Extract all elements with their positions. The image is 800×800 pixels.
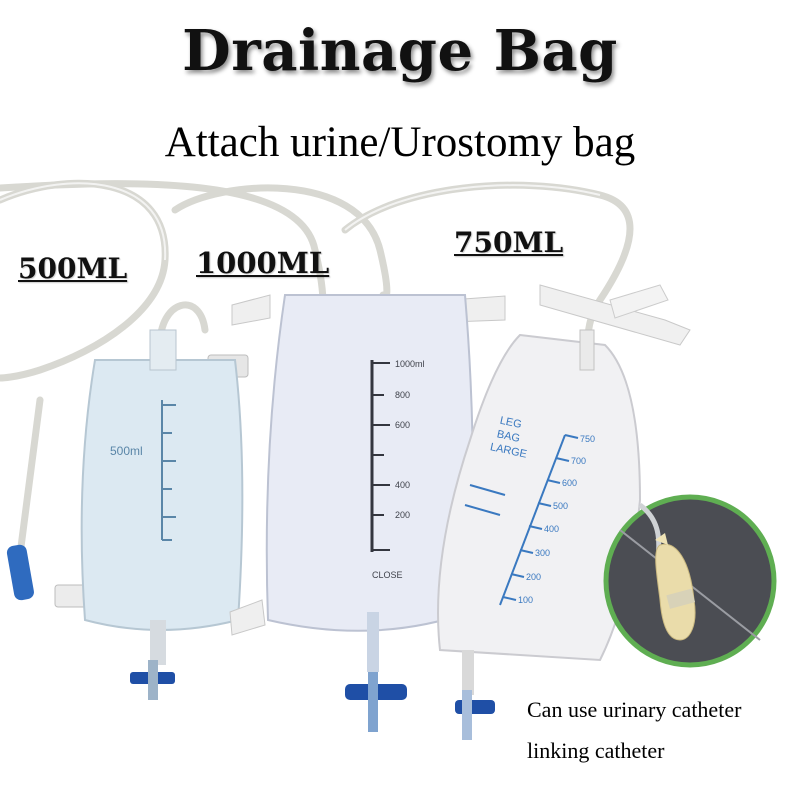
catheter-note-line1: Can use urinary catheter <box>527 697 742 722</box>
scale-mark: 1000ml <box>395 359 425 369</box>
scale-mark: 500 <box>553 501 568 511</box>
scale-mark: 200 <box>395 510 410 520</box>
close-label: CLOSE <box>372 570 403 580</box>
leg-bag-label-1: LEG <box>499 415 523 431</box>
scale-mark: 100 <box>518 595 533 605</box>
scale-mark: 600 <box>562 478 577 488</box>
scale-mark: 300 <box>535 548 550 558</box>
bag-1000ml: 1000ml 800 600 400 200 CLOSE <box>229 294 506 732</box>
leg-bag-label-2: BAG <box>496 428 521 445</box>
bag-500ml: 500ml <box>6 329 249 700</box>
scale-mark: 700 <box>571 456 586 466</box>
scale-mark: 750 <box>580 434 595 444</box>
page-subtitle: Attach urine/Urostomy bag <box>164 119 636 166</box>
catheter-inset <box>603 494 777 668</box>
scale-mark: 400 <box>395 480 410 490</box>
scale-mark: 600 <box>395 420 410 430</box>
capacity-label-750: 750ML <box>454 226 564 259</box>
catheter-note-line2: linking catheter <box>527 738 665 763</box>
bag-750ml: 750 700 600 500 400 300 200 100 LEG BAG … <box>437 284 691 740</box>
capacity-label-500: 500ML <box>18 252 128 285</box>
capacity-label-1000: 1000ML <box>196 246 330 280</box>
scale-mark: 200 <box>526 572 541 582</box>
page-title: Drainage Bag <box>182 18 618 84</box>
bag-volume-label: 500ml <box>110 444 143 458</box>
scale-mark: 400 <box>544 524 559 534</box>
scale-mark: 800 <box>395 390 410 400</box>
